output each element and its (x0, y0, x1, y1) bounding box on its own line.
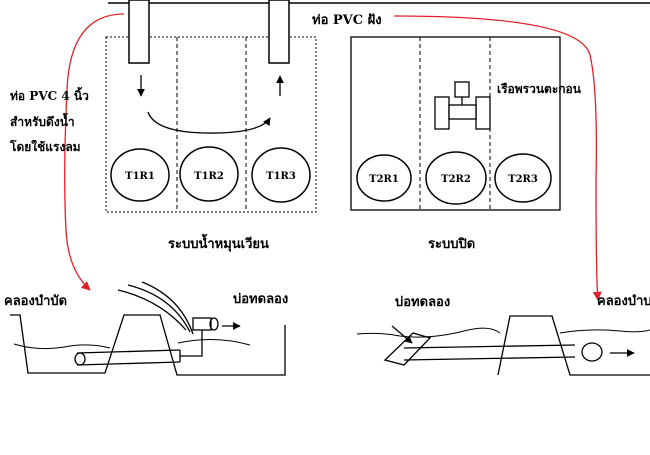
sediment-boat-icon (434, 81, 491, 130)
label-boat: เรือพรวนตะกอน (497, 82, 582, 96)
label-test-pond-right: บ่อทดลอง (395, 295, 450, 310)
tank-label-t1r2: T1R2 (194, 171, 224, 182)
tank-t2r1 (356, 154, 412, 202)
label-pipe-top: ท่อ PVC ฝัง (312, 13, 382, 28)
left-cross-section (10, 281, 286, 376)
circulation-curve-arrow (147, 111, 271, 134)
tank-label-t1r1: T1R1 (125, 171, 155, 182)
label-canal-right: คลองบำบ (597, 293, 650, 309)
label-pipe-left-1: ท่อ PVC 4 นิ้ว (10, 86, 89, 103)
right-red-arrow (393, 15, 602, 301)
tank-t2r2 (425, 151, 487, 205)
tank-label-t2r2: T2R2 (441, 174, 471, 185)
closed-system-box (350, 36, 561, 211)
label-test-pond-left: บ่อทดลอง (233, 292, 288, 307)
tank-t1r2 (179, 146, 239, 202)
label-pipe-left-2: สำหรับดึงน้ำ (10, 112, 75, 129)
label-pipe-left-3: โดยใช้แรงลม (9, 139, 81, 154)
outlet-pipe (268, 0, 290, 64)
tank-label-t2r1: T2R1 (369, 174, 399, 185)
tank-t2r3 (494, 153, 552, 203)
tank-label-t1r3: T1R3 (266, 171, 296, 182)
tank-label-t2r3: T2R3 (508, 174, 538, 185)
label-canal-left: คลองบำบัด (4, 293, 67, 309)
tank-t1r1 (110, 148, 170, 202)
left-red-arrow (64, 13, 125, 291)
right-inflow-arrow (391, 325, 413, 344)
tank-t1r3 (251, 147, 311, 203)
circulating-system-box (105, 36, 317, 213)
label-system-closed: ระบบปิด (428, 237, 475, 252)
right-cross-section (356, 315, 650, 376)
label-system-circulating: ระบบน้ำหมุนเวียน (168, 233, 269, 252)
inlet-pipe (128, 0, 150, 64)
